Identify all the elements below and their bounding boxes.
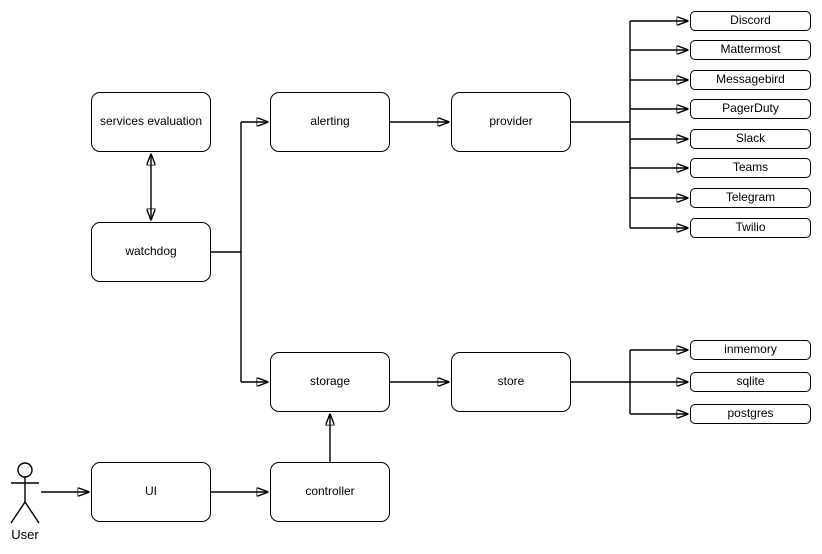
node-store: store (451, 352, 571, 412)
user-actor-label: User (11, 527, 39, 542)
node-store-label: store (497, 374, 525, 389)
node-ui: UI (91, 462, 211, 522)
node-provider-slack: Slack (690, 129, 811, 149)
node-provider-mattermost: Mattermost (690, 40, 811, 60)
node-provider-telegram: Telegram (690, 188, 811, 208)
node-store-sqlite: sqlite (690, 372, 811, 392)
store-inmemory-label: inmemory (724, 342, 777, 357)
node-provider-teams: Teams (690, 158, 811, 178)
node-watchdog-label: watchdog (125, 244, 177, 259)
node-provider-pagerduty: PagerDuty (690, 99, 811, 119)
node-provider: provider (451, 92, 571, 152)
node-controller-label: controller (305, 484, 355, 499)
node-store-inmemory: inmemory (690, 340, 811, 360)
node-watchdog: watchdog (91, 222, 211, 282)
provider-telegram-label: Telegram (725, 190, 776, 205)
provider-pagerduty-label: PagerDuty (722, 101, 779, 116)
node-services-evaluation: services evaluation (91, 92, 211, 152)
node-provider-twilio: Twilio (690, 218, 811, 238)
provider-mattermost-label: Mattermost (720, 42, 781, 57)
node-ui-label: UI (145, 484, 157, 499)
node-storage-label: storage (309, 374, 351, 389)
provider-twilio-label: Twilio (735, 220, 766, 235)
node-provider-messagebird: Messagebird (690, 70, 811, 90)
provider-teams-label: Teams (732, 160, 769, 175)
node-services-evaluation-label: services evaluation (99, 114, 203, 129)
provider-slack-label: Slack (735, 131, 766, 146)
provider-messagebird-label: Messagebird (716, 72, 785, 87)
node-controller: controller (270, 462, 390, 522)
provider-discord-label: Discord (730, 13, 771, 28)
node-store-postgres: postgres (690, 404, 811, 424)
node-provider-label: provider (489, 114, 533, 129)
node-storage: storage (270, 352, 390, 412)
node-provider-discord: Discord (690, 11, 811, 31)
user-actor-icon (10, 462, 40, 524)
store-sqlite-label: sqlite (736, 374, 765, 389)
store-postgres-label: postgres (727, 406, 774, 421)
node-alerting: alerting (270, 92, 390, 152)
node-alerting-label: alerting (310, 114, 350, 129)
